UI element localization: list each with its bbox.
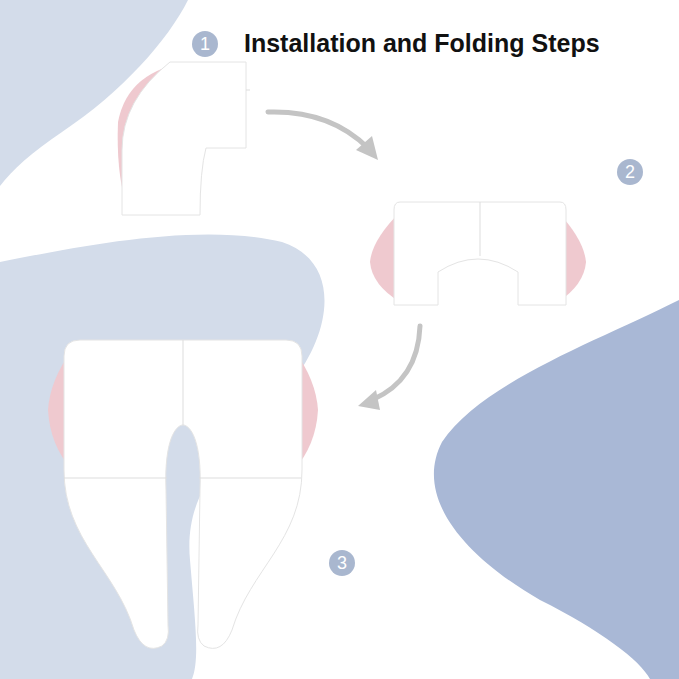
step-number-circle: 3 (329, 550, 355, 576)
seat-seam (199, 478, 301, 479)
step-arrow (372, 326, 420, 400)
callout-number: 3 (337, 554, 347, 572)
seat-half-open (394, 202, 566, 305)
step-number-circle: 1 (192, 31, 218, 57)
seat-seam (64, 478, 167, 479)
step-arrow (268, 112, 368, 148)
seat-seam (246, 90, 250, 91)
seat-folded (122, 62, 246, 215)
seat-seam (183, 340, 184, 425)
step-number-circle: 2 (617, 159, 643, 185)
seat-open (64, 340, 302, 648)
step-arrow-head (358, 390, 380, 410)
background-shape (0, 234, 325, 679)
title: Installation and Folding Steps (244, 29, 600, 58)
seat-seam (480, 202, 481, 256)
step-arrow-head (356, 136, 378, 160)
background-shape (434, 300, 679, 679)
callout-number: 2 (625, 163, 635, 181)
callout-number: 1 (200, 35, 210, 53)
